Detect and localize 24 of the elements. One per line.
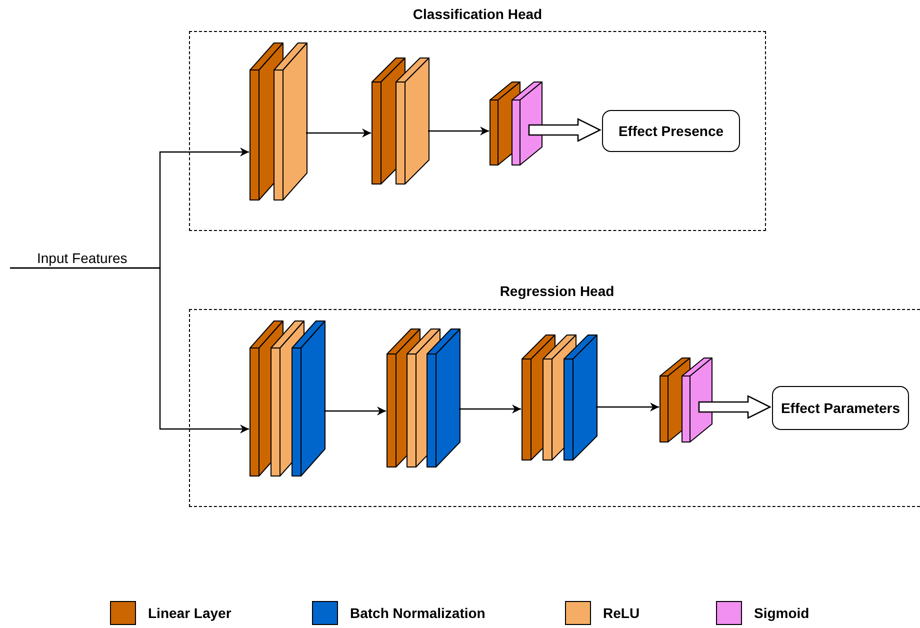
layer-stack [250, 43, 307, 200]
arrow [459, 404, 521, 414]
layer-stack [372, 58, 429, 184]
legend-label: Sigmoid [754, 605, 810, 621]
layer-stack [490, 82, 542, 165]
group-title: Classification Head [412, 6, 544, 22]
layer-stack [660, 358, 712, 442]
arrow [324, 406, 386, 416]
legend-label: ReLU [603, 605, 640, 621]
group-title: Regression Head [498, 283, 616, 299]
hollow-arrow [698, 394, 772, 420]
arrow [306, 128, 371, 138]
hollow-arrow [528, 118, 602, 142]
output-box: Effect Parameters [772, 386, 909, 430]
input-label: Input Features [37, 250, 135, 267]
legend-label: Batch Normalization [350, 605, 486, 621]
output-box: Effect Presence [602, 110, 740, 152]
layer-stack [522, 335, 597, 460]
arrow [428, 126, 489, 136]
layer-stack [387, 329, 460, 467]
arrow [596, 402, 659, 412]
legend-label: Linear Layer [148, 605, 232, 621]
layer-stack [250, 321, 325, 476]
arrow [10, 267, 249, 434]
